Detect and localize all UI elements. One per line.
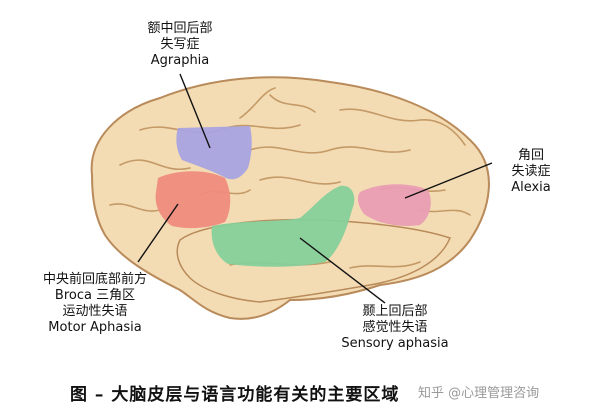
leader-sensory [299,237,386,304]
leader-broca [137,203,179,263]
label-alexia: 角回 失读症 Alexia [486,148,576,196]
leader-alexia [404,162,493,199]
figure-caption: 图 – 大脑皮层与语言功能有关的主要区域 [70,385,400,405]
broca-region [155,171,231,229]
label-broca-line4: Motor Aphasia [48,320,142,335]
label-broca: 中央前回底部前方 Broca 三角区 运动性失语 Motor Aphasia [20,272,170,336]
label-agraphia-line3: Agraphia [150,53,210,68]
label-agraphia-line2: 失写症 [160,37,200,52]
label-sensory-line2: 感觉性失语 [362,320,428,335]
label-sensory-line3: Sensory aphasia [341,336,449,351]
label-sensory: 颞上回后部 感觉性失语 Sensory aphasia [320,304,470,352]
label-alexia-line2: 失读症 [511,164,551,179]
label-alexia-line1: 角回 [517,148,544,163]
label-alexia-line3: Alexia [511,180,551,195]
leader-agraphia [179,73,211,149]
label-broca-line3: 运动性失语 [62,304,128,319]
label-agraphia-line1: 额中回后部 [147,21,213,36]
label-agraphia: 额中回后部 失写症 Agraphia [125,21,235,69]
sensory-aphasia-region [211,185,355,267]
label-broca-line1: 中央前回底部前方 [42,272,147,287]
label-broca-line2: Broca 三角区 [54,288,136,303]
leader-lines [137,73,493,304]
label-sensory-line1: 颞上回后部 [362,304,428,319]
figure-caption-bar: 图 – 大脑皮层与语言功能有关的主要区域 知乎 @心理管理咨询 [0,372,602,409]
agraphia-region [176,126,252,180]
watermark: 知乎 @心理管理咨询 [418,386,540,401]
